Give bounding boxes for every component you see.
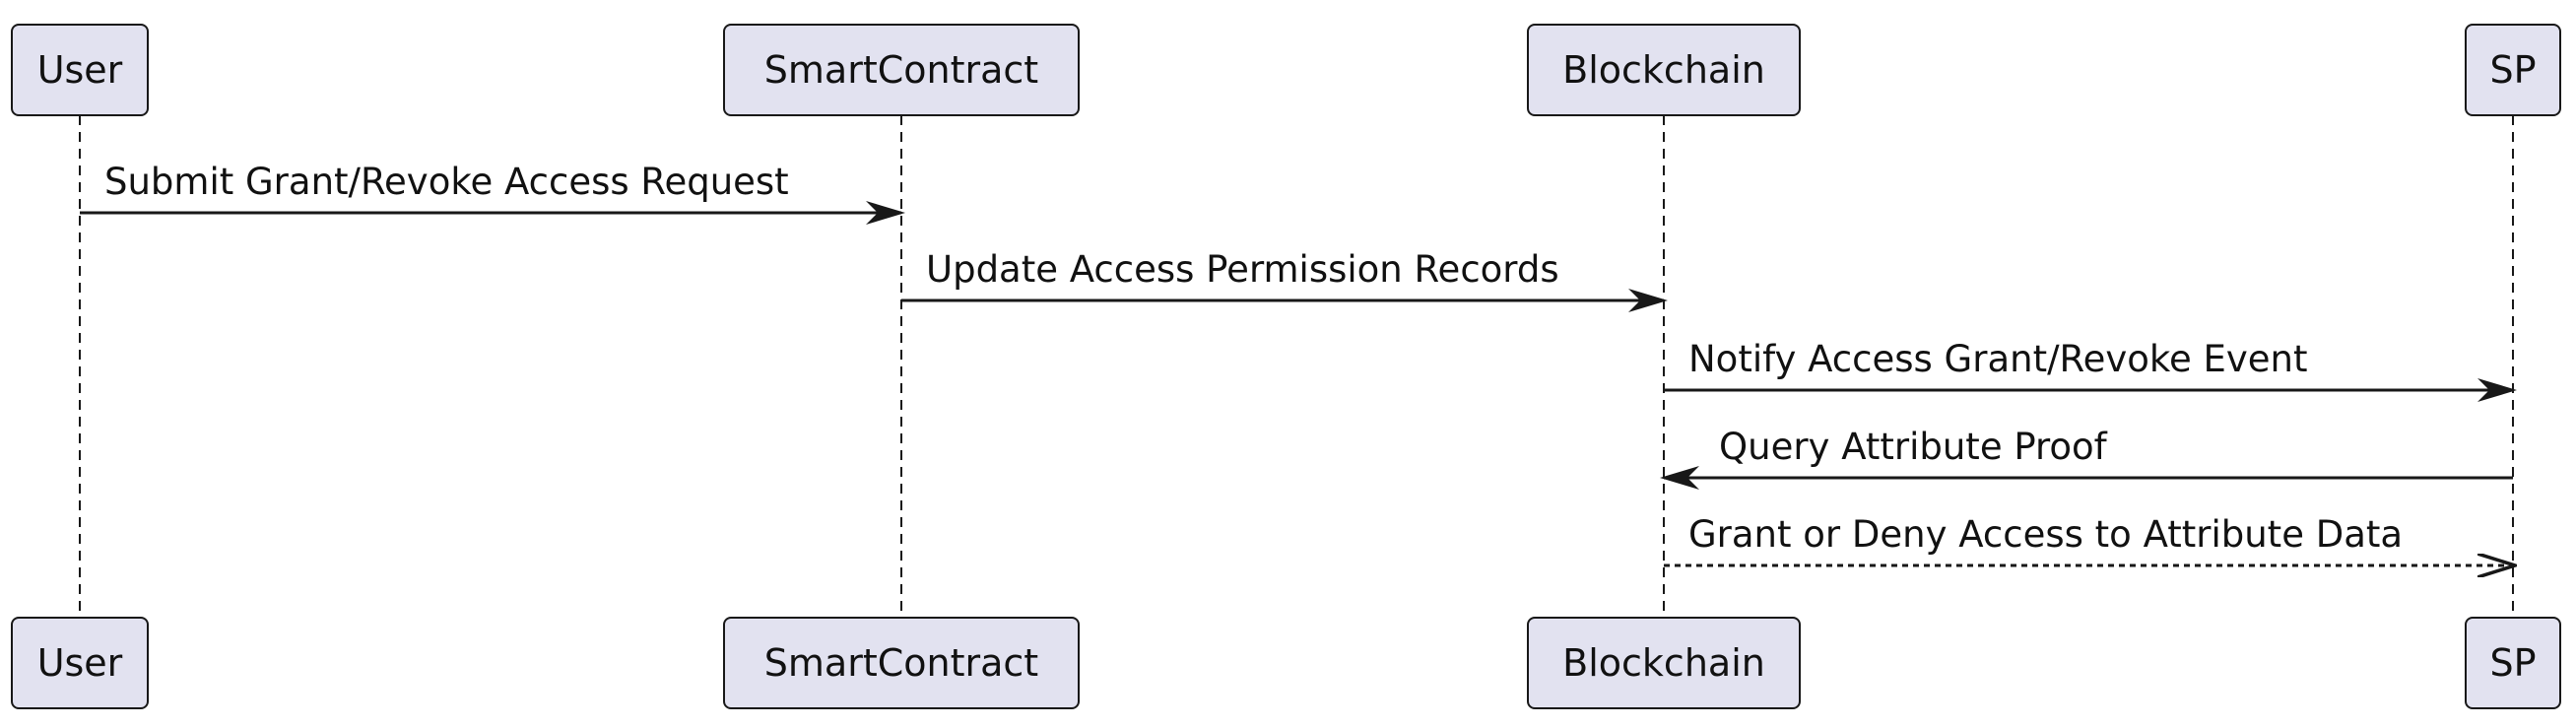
participant-user-bottom: User xyxy=(11,617,149,709)
participant-label: User xyxy=(37,48,123,92)
participant-smartcontract-bottom: SmartContract xyxy=(723,617,1080,709)
participant-box xyxy=(2465,24,2561,116)
participants: UserUserSmartContractSmartContractBlockc… xyxy=(11,24,2561,709)
participant-label: SmartContract xyxy=(764,641,1038,685)
participant-blockchain-top: Blockchain xyxy=(1527,24,1801,116)
participant-smartcontract-top: SmartContract xyxy=(723,24,1080,116)
participant-label: Blockchain xyxy=(1562,48,1765,92)
participant-label: SP xyxy=(2489,641,2536,685)
message-label: Notify Access Grant/Revoke Event xyxy=(1688,338,2308,380)
participant-label: User xyxy=(37,641,123,685)
message-1: Submit Grant/Revoke Access Request xyxy=(80,161,905,225)
message-label: Submit Grant/Revoke Access Request xyxy=(104,161,789,203)
participant-box xyxy=(1527,24,1801,116)
participant-box xyxy=(723,617,1080,709)
participant-label: SmartContract xyxy=(764,48,1038,92)
participant-box xyxy=(11,24,149,116)
participant-box xyxy=(2465,617,2561,709)
participant-sp-bottom: SP xyxy=(2465,617,2561,709)
message-3: Notify Access Grant/Revoke Event xyxy=(1664,338,2517,402)
participant-sp-top: SP xyxy=(2465,24,2561,116)
participant-label: Blockchain xyxy=(1562,641,1765,685)
participant-blockchain-bottom: Blockchain xyxy=(1527,617,1801,709)
message-label: Query Attribute Proof xyxy=(1719,426,2108,468)
participant-label: SP xyxy=(2489,48,2536,92)
participant-box xyxy=(723,24,1080,116)
message-5: Grant or Deny Access to Attribute Data xyxy=(1664,513,2513,565)
participant-box xyxy=(1527,617,1801,709)
participant-user-top: User xyxy=(11,24,149,116)
messages: Submit Grant/Revoke Access RequestUpdate… xyxy=(80,161,2517,565)
participant-box xyxy=(11,617,149,709)
message-label: Grant or Deny Access to Attribute Data xyxy=(1688,513,2403,556)
message-4: Query Attribute Proof xyxy=(1660,426,2513,490)
lifelines xyxy=(79,115,2514,618)
message-label: Update Access Permission Records xyxy=(926,248,1559,291)
message-2: Update Access Permission Records xyxy=(901,248,1668,312)
